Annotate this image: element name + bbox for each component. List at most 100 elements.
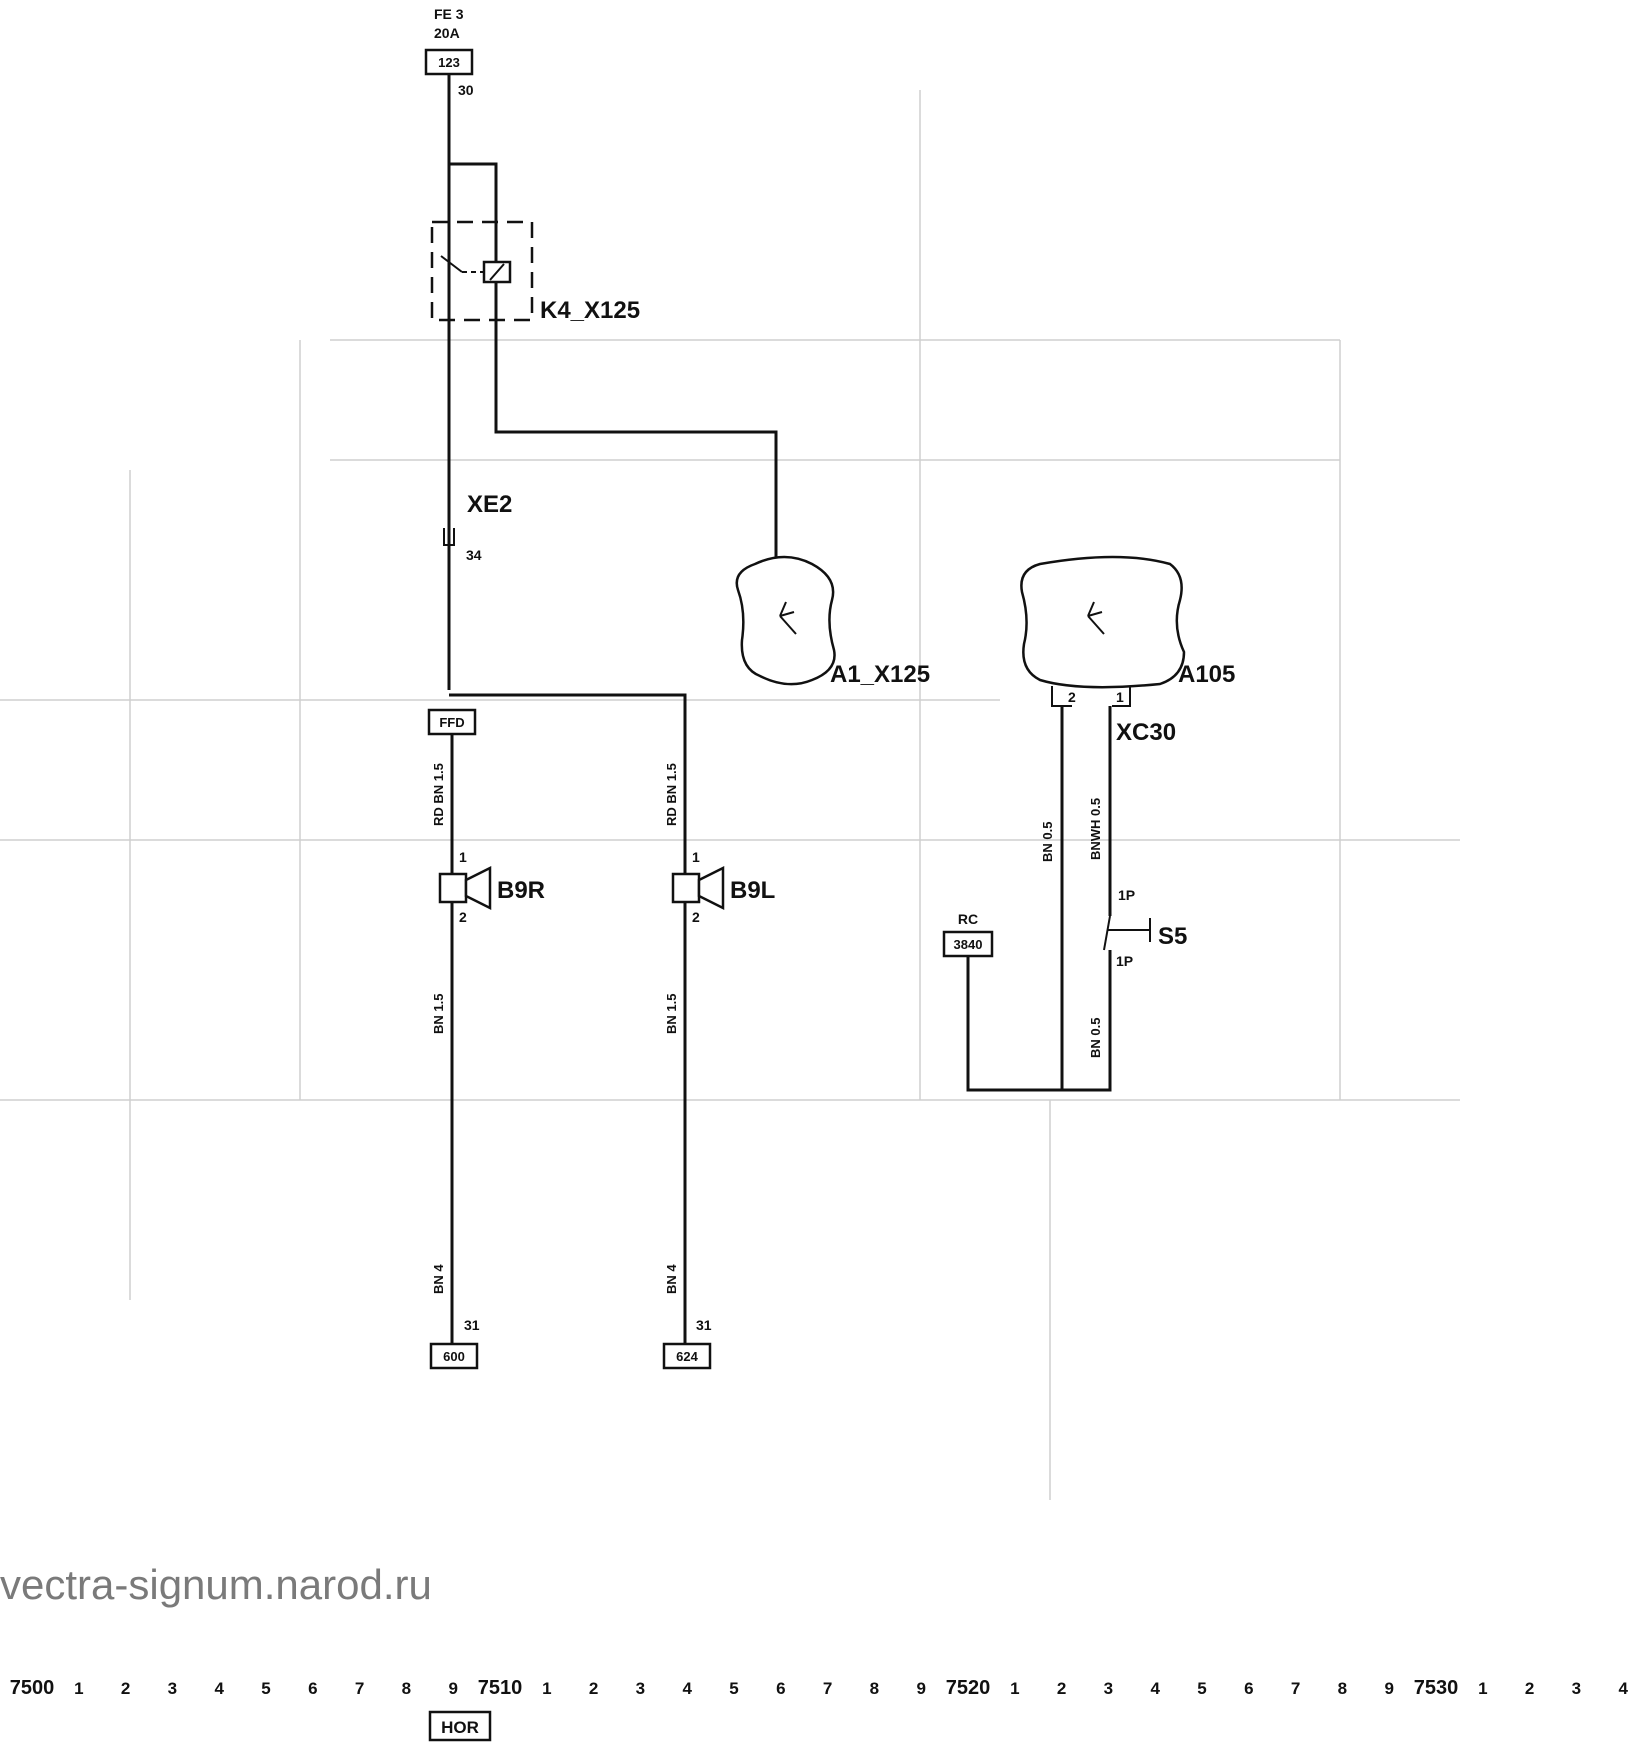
ruler-minor-tick: 6 [1244, 1679, 1253, 1698]
ruler-major-tick: 7530 [1414, 1677, 1459, 1699]
module-a1: A1_X125 [735, 555, 930, 688]
s5-pin-top: 1P [1118, 887, 1135, 903]
ruler-minor-tick: 6 [776, 1679, 785, 1698]
xe2-pin: 34 [466, 547, 482, 563]
wire-code-a105-right-upper: BNWH 0.5 [1088, 798, 1103, 860]
ruler-minor-tick: 6 [308, 1679, 317, 1698]
wire-s5-to-ground [966, 950, 1112, 1092]
ffd-label: FFD [439, 715, 464, 730]
a1-body [735, 555, 836, 686]
ruler-major-tick: 7510 [478, 1677, 523, 1699]
b9l-label: B9L [730, 877, 775, 904]
relay-dashed-outline [430, 220, 534, 322]
a105-transistor-icon [1087, 601, 1105, 635]
ruler-minor-tick: 1 [74, 1679, 83, 1698]
fuse-rating: 20A [434, 25, 460, 41]
b9l-pin-bottom: 2 [692, 909, 700, 925]
section-label: HOR [428, 1710, 492, 1742]
ruler-minor-tick: 9 [448, 1679, 457, 1698]
ruler-minor-tick: 4 [1150, 1679, 1160, 1698]
b9l-horn-bell [697, 865, 725, 911]
ruler-minor-tick: 1 [1010, 1679, 1019, 1698]
ruler-minor-tick: 5 [261, 1679, 270, 1698]
ruler-minor-tick: 8 [402, 1679, 411, 1698]
ruler-minor-tick: 2 [1057, 1679, 1066, 1698]
b9r-wire-lower: BN 4 [431, 1264, 446, 1294]
s5-contact [1103, 915, 1111, 951]
b9l-horn-body [671, 872, 701, 904]
fuse-terminal-box [424, 48, 474, 76]
junction-ffd: FFD [427, 708, 477, 736]
ground-rc: RC 3840 [942, 911, 994, 958]
relay-coil-slash [489, 263, 505, 281]
ruler-minor-tick: 4 [1618, 1679, 1628, 1698]
wire-code-a105-right-lower: BN 0.5 [1088, 1018, 1103, 1058]
ruler-minor-tick: 3 [1572, 1679, 1581, 1698]
s5-label: S5 [1158, 923, 1187, 950]
connector-xe2: XE2 34 [443, 491, 512, 563]
ruler-minor-tick: 8 [870, 1679, 879, 1698]
ruler-minor-tick: 8 [1338, 1679, 1347, 1698]
b9l-wire-lower: BN 4 [664, 1264, 679, 1294]
ruler-minor-tick: 1 [1478, 1679, 1487, 1698]
relay-label: K4_X125 [540, 297, 640, 324]
s5-actuator [1107, 918, 1151, 942]
ruler-minor-tick: 2 [589, 1679, 598, 1698]
a105-body [1020, 555, 1186, 689]
wire-code-a105-left: BN 0.5 [1040, 822, 1055, 862]
b9r-wire-mid: BN 1.5 [431, 994, 446, 1034]
b9l-ground-pin: 31 [696, 1317, 712, 1333]
relay-k4: K4_X125 [430, 220, 640, 324]
ruler-minor-tick: 5 [729, 1679, 738, 1698]
ruler-minor-tick: 1 [542, 1679, 551, 1698]
ruler-minor-tick: 2 [1525, 1679, 1534, 1698]
wire-branch-to-b9l [449, 693, 687, 1350]
ruler-major-tick: 7520 [946, 1677, 991, 1699]
ruler-minor-tick: 3 [1104, 1679, 1113, 1698]
ruler-minor-tick: 9 [1384, 1679, 1393, 1698]
b9r-ground-label: 600 [443, 1349, 465, 1364]
a1-label: A1_X125 [830, 661, 930, 688]
rc-box [942, 930, 994, 958]
connector-xc30: 2 1 XC30 [1051, 686, 1176, 746]
module-a105: A105 [1020, 555, 1235, 689]
xc30-pin-right: 1 [1116, 689, 1124, 705]
section-label-text: HOR [441, 1718, 479, 1737]
ruler-major-tick: 7500 [10, 1677, 55, 1699]
fuse-terminal-label: 123 [438, 55, 460, 70]
ruler-minor-tick: 4 [682, 1679, 692, 1698]
xe2-label: XE2 [467, 491, 512, 518]
b9l-pin-top: 1 [692, 849, 700, 865]
b9r-label: B9R [497, 877, 545, 904]
a1-transistor-icon [779, 601, 797, 635]
b9r-pin-top: 1 [459, 849, 467, 865]
horn-b9l: RD BN 1.5 1 B9L 2 BN 1.5 BN 4 31 624 [662, 763, 775, 1370]
rc-label: RC [958, 911, 978, 927]
ruler-minor-tick: 5 [1197, 1679, 1206, 1698]
ruler-minor-tick: 3 [168, 1679, 177, 1698]
ffd-box [427, 708, 477, 736]
b9l-ground-box [662, 1342, 712, 1370]
b9r-ground-box [429, 1342, 479, 1370]
background-ghost-lines [0, 90, 1460, 1500]
xc30-left-bracket [1051, 686, 1072, 707]
ruler-minor-tick: 7 [355, 1679, 364, 1698]
s5-pin-bottom: 1P [1116, 953, 1133, 969]
b9l-ground-label: 624 [676, 1349, 698, 1364]
watermark-text: vectra-signum.narod.ru [0, 1561, 432, 1608]
b9r-ground-pin: 31 [464, 1317, 480, 1333]
b9r-horn-bell [464, 865, 492, 911]
xe2-symbol [443, 528, 455, 546]
ruler-minor-tick: 4 [214, 1679, 224, 1698]
a105-label: A105 [1178, 661, 1235, 688]
switch-s5: 1P 1P S5 [1103, 887, 1187, 969]
relay-contact-arm [440, 255, 463, 273]
horn-b9r: RD BN 1.5 1 B9R 2 BN 1.5 BN 4 31 600 [429, 763, 545, 1370]
b9r-horn-body [438, 872, 468, 904]
xc30-pin-left: 2 [1068, 689, 1076, 705]
xc30-label: XC30 [1116, 719, 1176, 746]
wire-relay-coil-to-a1 [449, 162, 778, 562]
b9l-wire-mid: BN 1.5 [664, 994, 679, 1034]
